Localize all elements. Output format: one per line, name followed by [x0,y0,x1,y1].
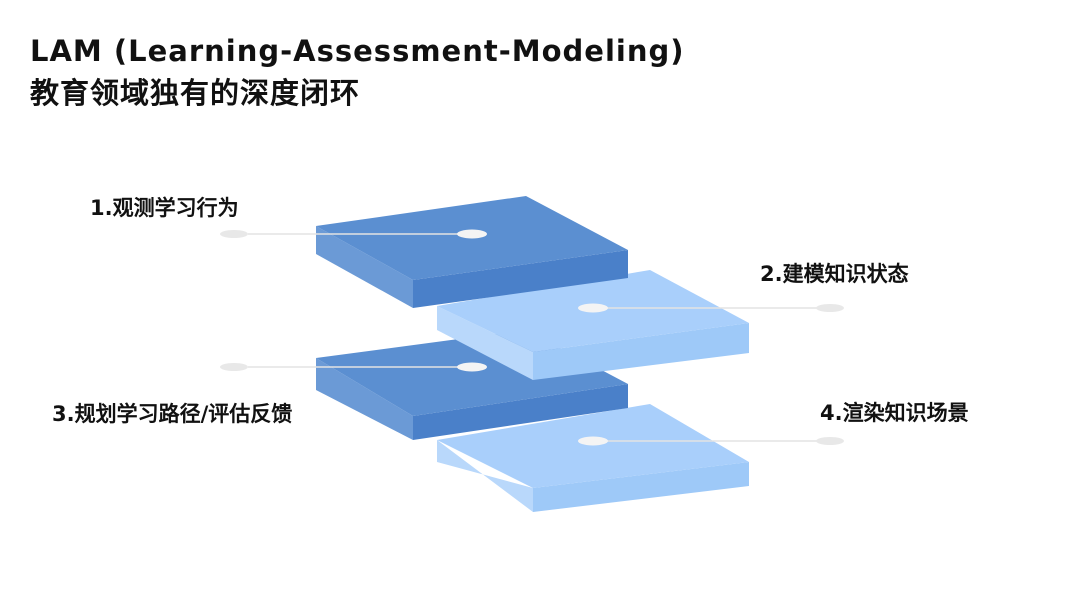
page-title: LAM (Learning-Assessment-Modeling) 教育领域独… [30,30,685,114]
connector-1-outer-dot [220,230,248,238]
step-1-label: 1.观测学习行为 [90,196,239,220]
connector-3 [220,362,487,372]
title-line-2: 教育领域独有的深度闭环 [30,76,361,110]
layer-4-side [437,440,533,512]
layer-3-front [413,384,628,440]
connector-1 [220,229,487,239]
layer-3-side [316,358,413,440]
layer-1-block [316,196,628,308]
connector-3-outer-dot [220,363,248,371]
layer-2-side [437,306,533,380]
step-4-label: 4.渲染知识场景 [820,401,969,425]
layer-2-front [533,323,749,380]
connector-3-inner-dot [457,362,487,372]
connector-4-inner-dot [578,436,608,446]
connector-4 [578,436,844,446]
layer-4-block [437,404,749,512]
connector-1-inner-dot [457,229,487,239]
connector-4-outer-dot [816,437,844,445]
step-2-label: 2.建模知识状态 [760,262,909,286]
connector-2-outer-dot [816,304,844,312]
layer-4-top [437,404,749,488]
layer-4-front [533,462,749,512]
layer-1-front [413,250,628,308]
connector-2-inner-dot [578,303,608,313]
step-3-label: 3.规划学习路径/评估反馈 [52,402,293,426]
connector-2 [578,303,844,313]
title-line-1: LAM (Learning-Assessment-Modeling) [30,34,685,68]
layer-1-side [316,226,413,308]
